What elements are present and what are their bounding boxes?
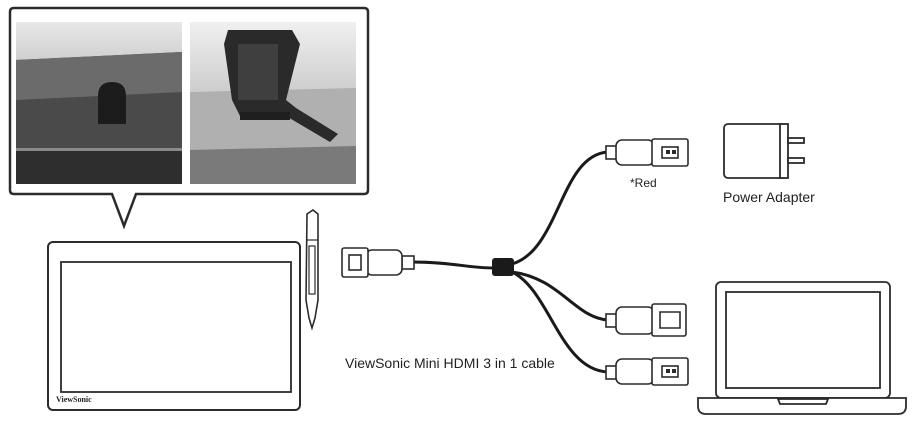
monitor-brand-label: ViewSonic — [56, 395, 92, 404]
stylus-pen — [305, 209, 319, 331]
mini-hdmi-plug — [341, 247, 415, 278]
cable-label: ViewSonic Mini HDMI 3 in 1 cable — [345, 355, 555, 371]
power-adapter-label: Power Adapter — [723, 189, 815, 205]
laptop-icon — [697, 281, 907, 415]
power-adapter-icon — [723, 123, 805, 179]
usb-power-plug — [605, 138, 689, 167]
detail-callout — [8, 6, 370, 230]
cable-splitter — [492, 258, 514, 276]
portable-monitor — [47, 241, 301, 411]
port-recess-photo — [16, 22, 182, 184]
hdmi-plug — [605, 303, 687, 337]
red-plug-note: *Red — [630, 176, 657, 190]
pen-holder-photo — [190, 22, 356, 184]
cable-wires — [411, 150, 609, 374]
usb-data-plug — [605, 357, 689, 386]
